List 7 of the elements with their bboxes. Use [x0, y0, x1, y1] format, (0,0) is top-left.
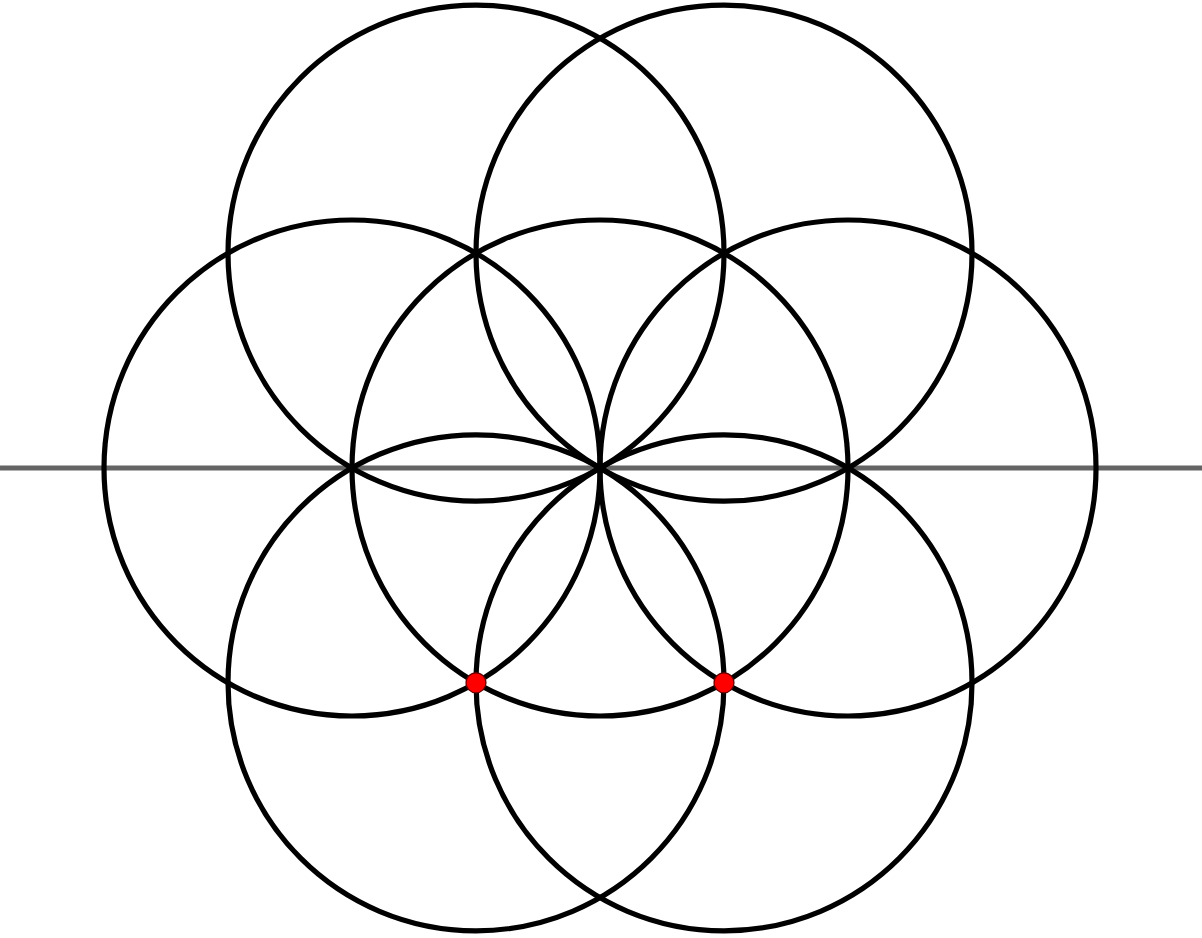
- circle: [597, 217, 1099, 719]
- circle: [473, 432, 975, 934]
- circle: [349, 217, 851, 719]
- circle: [225, 2, 727, 504]
- circle: [225, 432, 727, 934]
- circle: [101, 217, 603, 719]
- circle: [473, 2, 975, 504]
